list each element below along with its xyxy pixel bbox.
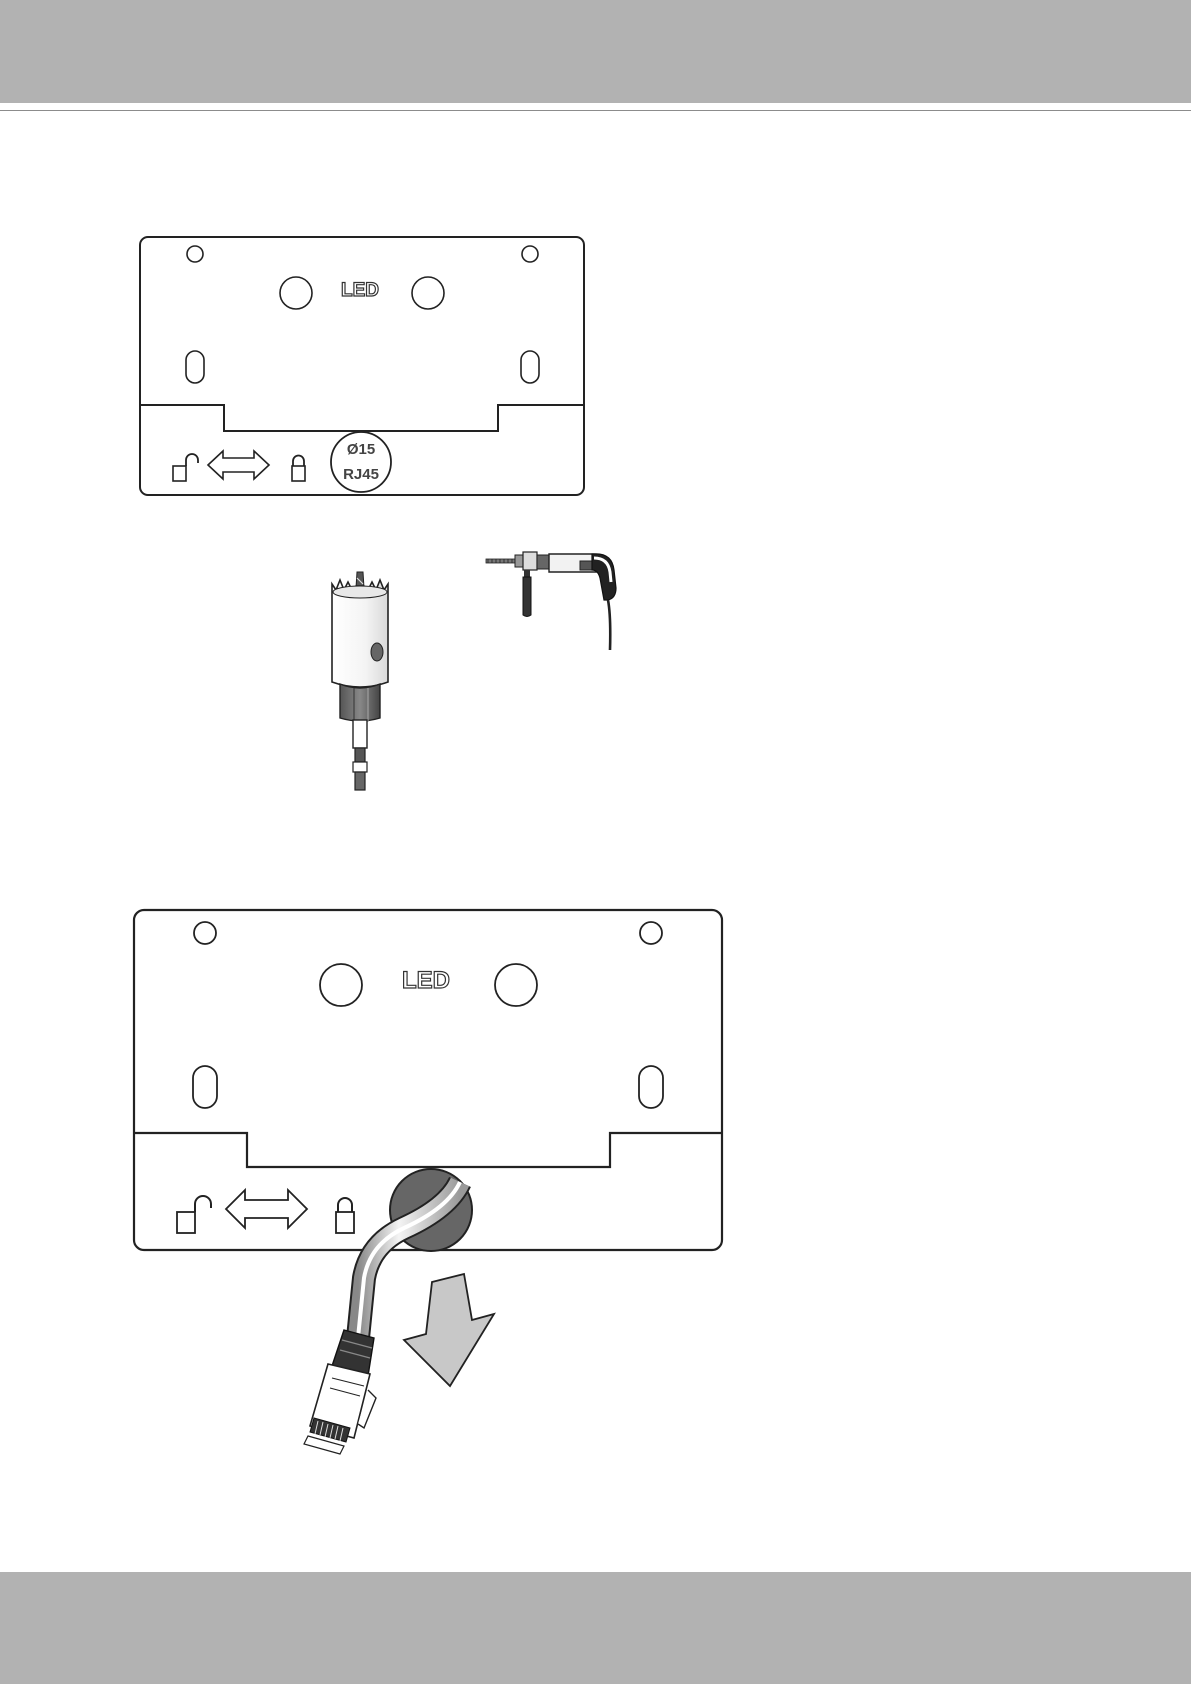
mounting-plate-figure-1: LED Ø15 RJ45 [138,235,586,499]
screw-hole-top-left [187,246,203,262]
led-label: LED [341,280,379,301]
slot-hole-left [193,1066,217,1108]
slot-hole-right [521,351,539,383]
mounting-plate-figure-2: LED [132,908,726,1460]
led-hole-right [495,964,537,1006]
led-hole-left [280,277,312,309]
screw-hole-top-right [522,246,538,262]
connector-label: RJ45 [343,466,379,483]
led-label: LED [402,967,450,994]
slot-hole-right [639,1066,663,1108]
screw-hole-top-right [640,922,662,944]
hole-saw-icon [328,570,392,792]
screw-hole-top-left [194,922,216,944]
pull-down-arrow-icon [404,1274,494,1386]
led-hole-left [320,964,362,1006]
power-drill-icon [484,548,624,652]
page-header-bar [0,0,1191,103]
hole-size-label: Ø15 [347,441,375,458]
page-footer-bar [0,1572,1191,1684]
led-hole-right [412,277,444,309]
slot-hole-left [186,351,204,383]
header-rule [0,110,1191,111]
